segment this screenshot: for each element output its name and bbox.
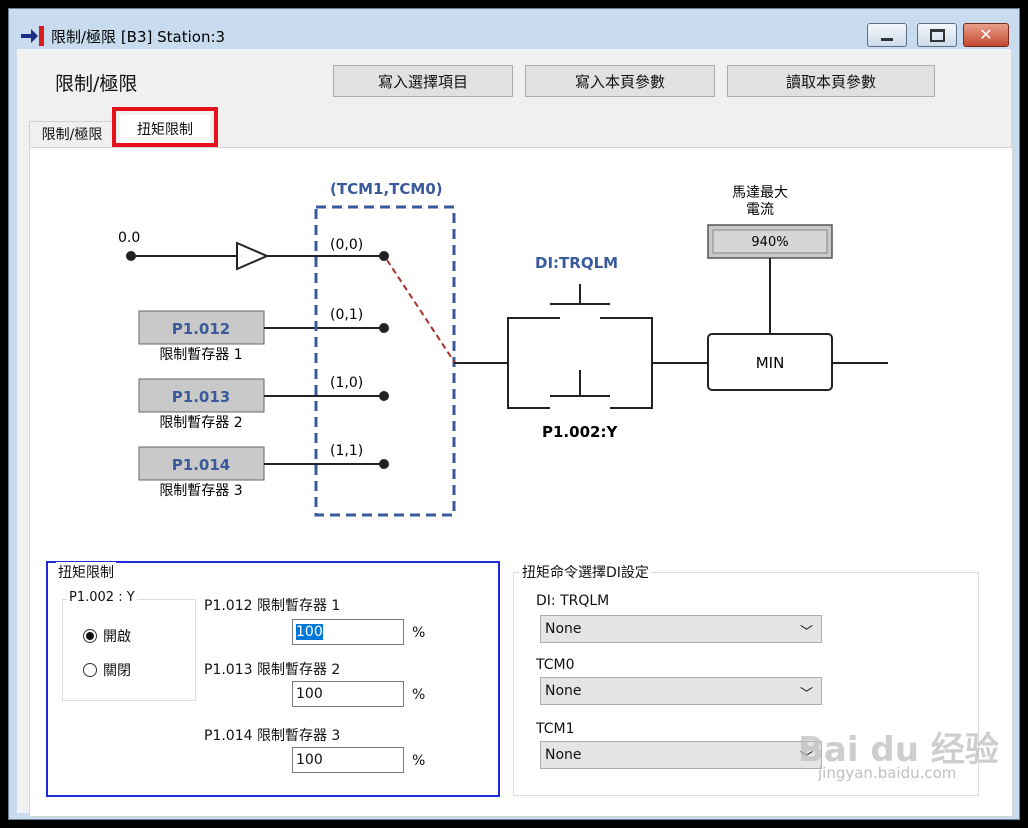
register-caption: 限制暫存器 1 xyxy=(159,347,242,363)
trqlm-select[interactable]: None ﹀ xyxy=(540,615,822,643)
select-label-trqlm: DI: TRQLM xyxy=(536,593,610,609)
tab-torque-limit[interactable]: 扭矩限制 xyxy=(120,115,210,143)
radio-disable[interactable]: 關閉 xyxy=(83,660,131,680)
close-icon: ✕ xyxy=(979,25,993,44)
position-label: (1,1) xyxy=(330,443,363,459)
buffer-icon xyxy=(236,241,270,271)
register-p1013: P1.013 限制暫存器 2 xyxy=(138,378,265,431)
torque-limit-diagram: 0.0 P1.012 限制暫存器 1 P1.013 限制暫存器 2 xyxy=(118,180,888,517)
write-page-params-button[interactable]: 寫入本頁參數 xyxy=(525,65,715,97)
p1013-input[interactable]: 100 xyxy=(292,681,404,707)
tcm1-select[interactable]: None ﹀ xyxy=(540,741,822,769)
register-code: P1.013 xyxy=(172,388,230,406)
position-label: (0,0) xyxy=(330,237,363,253)
motor-value: 940% xyxy=(751,235,788,250)
radio-enable[interactable]: 開啟 xyxy=(83,626,131,646)
chevron-down-icon: ﹀ xyxy=(799,751,813,766)
register-code: P1.012 xyxy=(172,320,230,338)
page-title: 限制/極限 xyxy=(55,73,138,95)
maximize-icon xyxy=(929,28,945,42)
p1002-group: P1.002 : Y 開啟 關閉 xyxy=(62,590,196,701)
app-window: 限制/極限 [B3] Station:3 ✕ 限制/極限 寫入選擇項目 寫入本頁… xyxy=(8,8,1020,820)
radio-disable-label: 關閉 xyxy=(103,663,131,679)
motor-current-box xyxy=(712,229,828,254)
tab-highlight xyxy=(112,107,218,147)
di-trqlm-label: DI:TRQLM xyxy=(535,254,618,272)
register-caption: 限制暫存器 2 xyxy=(159,415,242,431)
tab-panel-torque-limit: 0.0 P1.012 限制暫存器 1 P1.013 限制暫存器 2 xyxy=(29,147,1013,817)
radio-disable-indicator[interactable] xyxy=(83,663,97,677)
motor-label-line1: 馬達最大 xyxy=(732,185,788,201)
unit-label: % xyxy=(412,625,426,641)
position-label: (1,0) xyxy=(330,375,363,391)
select-label-tcm1: TCM1 xyxy=(536,721,575,737)
register-p1012: P1.012 限制暫存器 1 xyxy=(138,310,265,363)
di-setting-group: 扭矩命令選擇DI設定 DI: TRQLM None ﹀ TCM0 None ﹀ … xyxy=(513,562,979,796)
field-label-p1012: P1.012 限制暫存器 1 xyxy=(204,598,341,614)
chevron-down-icon: ﹀ xyxy=(799,687,813,702)
title-bar[interactable]: 限制/極限 [B3] Station:3 ✕ xyxy=(9,9,1019,49)
select-label-tcm0: TCM0 xyxy=(536,657,575,673)
p1002-group-title: P1.002 : Y xyxy=(67,590,137,605)
group-title: 扭矩限制 xyxy=(56,562,116,582)
baidu-watermark-logo: Bai du 经验 xyxy=(798,730,999,770)
p1014-input[interactable]: 100 xyxy=(292,747,404,773)
baidu-watermark-url: jingyan.baidu.com xyxy=(818,764,957,782)
register-p1014: P1.014 限制暫存器 3 xyxy=(138,446,265,499)
torque-limit-group: 扭矩限制 P1.002 : Y 開啟 關閉 P1.012 限制暫存器 1 100… xyxy=(46,561,500,797)
unit-label: % xyxy=(412,753,426,769)
switch-header: (TCM1,TCM0) xyxy=(330,180,443,198)
unit-label: % xyxy=(412,687,426,703)
field-label-p1013: P1.013 限制暫存器 2 xyxy=(204,662,341,678)
tab-limit[interactable]: 限制/極限 xyxy=(29,121,115,146)
p1002-label: P1.002:Y xyxy=(542,423,618,441)
write-selection-button[interactable]: 寫入選擇項目 xyxy=(333,65,513,97)
minimize-icon xyxy=(881,37,893,41)
window-title: 限制/極限 [B3] Station:3 xyxy=(51,28,226,46)
radio-enable-indicator[interactable] xyxy=(83,629,97,643)
register-caption: 限制暫存器 3 xyxy=(159,483,242,499)
client-area: 限制/極限 寫入選擇項目 寫入本頁參數 讀取本頁參數 限制/極限 扭矩限制 0.… xyxy=(17,49,1013,817)
position-label: (0,1) xyxy=(330,307,363,323)
tcm0-select[interactable]: None ﹀ xyxy=(540,677,822,705)
radio-enable-label: 開啟 xyxy=(103,629,131,645)
min-label: MIN xyxy=(756,354,785,372)
switch-arm xyxy=(386,259,456,364)
close-button[interactable]: ✕ xyxy=(963,23,1009,47)
p1012-input[interactable]: 100 xyxy=(292,619,404,645)
di-setting-title: 扭矩命令選擇DI設定 xyxy=(520,562,651,582)
input-value-label: 0.0 xyxy=(118,230,140,246)
maximize-button[interactable] xyxy=(917,23,957,47)
minimize-button[interactable] xyxy=(867,23,907,47)
motor-label-line2: 電流 xyxy=(746,202,774,218)
chevron-down-icon: ﹀ xyxy=(799,625,813,640)
read-page-params-button[interactable]: 讀取本頁參數 xyxy=(727,65,935,97)
register-code: P1.014 xyxy=(172,456,230,474)
station-icon xyxy=(21,26,45,46)
field-label-p1014: P1.014 限制暫存器 3 xyxy=(204,728,341,744)
